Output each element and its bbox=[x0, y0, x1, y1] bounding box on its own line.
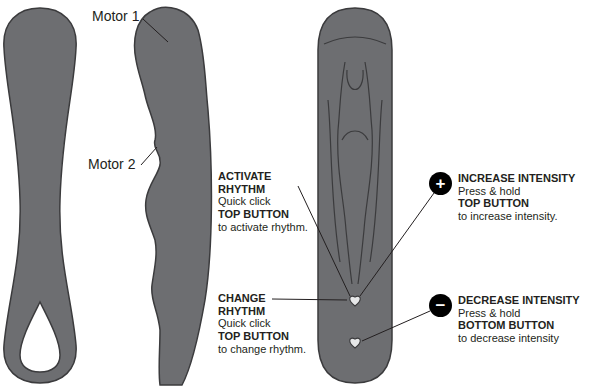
surface-detail bbox=[324, 37, 386, 284]
callout-text: BOTTOM BUTTON bbox=[458, 319, 590, 332]
symbol-circle: + bbox=[429, 172, 452, 195]
callout-heading: DECREASE INTENSITY bbox=[458, 294, 590, 307]
top-button bbox=[350, 296, 361, 306]
callout: DECREASE INTENSITYPress & holdBOTTOM BUT… bbox=[458, 294, 590, 345]
callout-text: to activate rhythm. bbox=[218, 221, 314, 234]
device-side-view bbox=[135, 7, 212, 385]
callout-text: Quick click bbox=[218, 195, 314, 208]
symbol-circle: − bbox=[429, 294, 452, 317]
callout-text: Quick click bbox=[218, 317, 314, 330]
symbol-text: + bbox=[436, 175, 446, 192]
callout-text: TOP BUTTON bbox=[458, 197, 590, 210]
callout-heading: INCREASE INTENSITY bbox=[458, 172, 590, 185]
callout-text: to decrease intensity bbox=[458, 332, 590, 345]
callout: CHANGE RHYTHMQuick clickTOP BUTTONto cha… bbox=[218, 292, 314, 355]
callout-text: Press & hold bbox=[458, 307, 590, 320]
callout-text: to change rhythm. bbox=[218, 343, 314, 356]
callout: INCREASE INTENSITYPress & holdTOP BUTTON… bbox=[458, 172, 590, 223]
symbol-text: − bbox=[436, 297, 446, 314]
callout: ACTIVATE RHYTHMQuick clickTOP BUTTONto a… bbox=[218, 170, 314, 233]
leader-lines bbox=[141, 19, 434, 341]
callout-text: TOP BUTTON bbox=[218, 330, 314, 343]
part-name: Motor 2 bbox=[88, 156, 135, 172]
device-top-view bbox=[318, 8, 392, 383]
callout-text: TOP BUTTON bbox=[218, 208, 314, 221]
callout-heading: ACTIVATE RHYTHM bbox=[218, 170, 314, 195]
device-front-view bbox=[4, 8, 76, 383]
bottom-button bbox=[350, 338, 361, 348]
callout-text: Press & hold bbox=[458, 185, 590, 198]
callout-heading: CHANGE RHYTHM bbox=[218, 292, 314, 317]
handle-loop bbox=[20, 302, 60, 372]
callout-text: to increase intensity. bbox=[458, 210, 590, 223]
part-name: Motor 1 bbox=[92, 8, 139, 24]
